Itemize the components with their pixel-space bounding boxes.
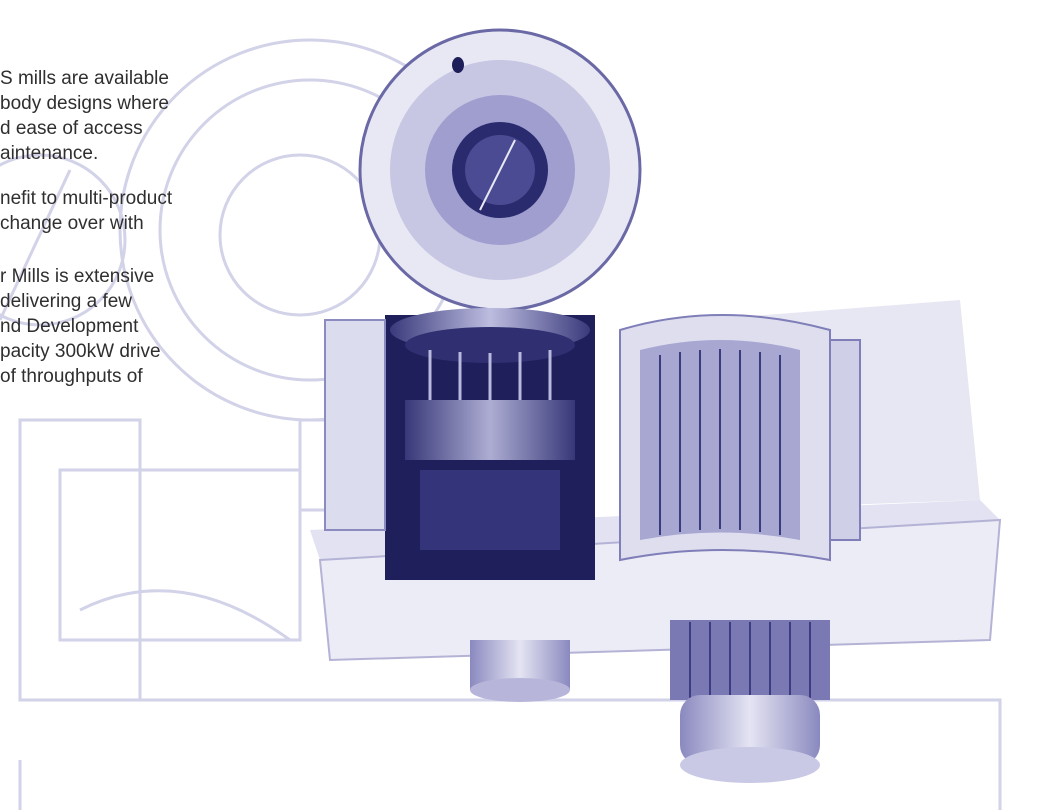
body-text-column: S mills are available body designs where… <box>0 66 250 409</box>
grinding-chamber-left <box>324 308 595 580</box>
drive-motors <box>470 620 830 783</box>
screen-housing-right <box>619 314 861 562</box>
paragraph-3: r Mills is extensive delivering a few nd… <box>0 266 161 387</box>
open-lid <box>358 28 642 312</box>
paragraph-1: S mills are available body designs where… <box>0 68 169 164</box>
paragraph-2: nefit to multi-product change over with <box>0 188 173 234</box>
